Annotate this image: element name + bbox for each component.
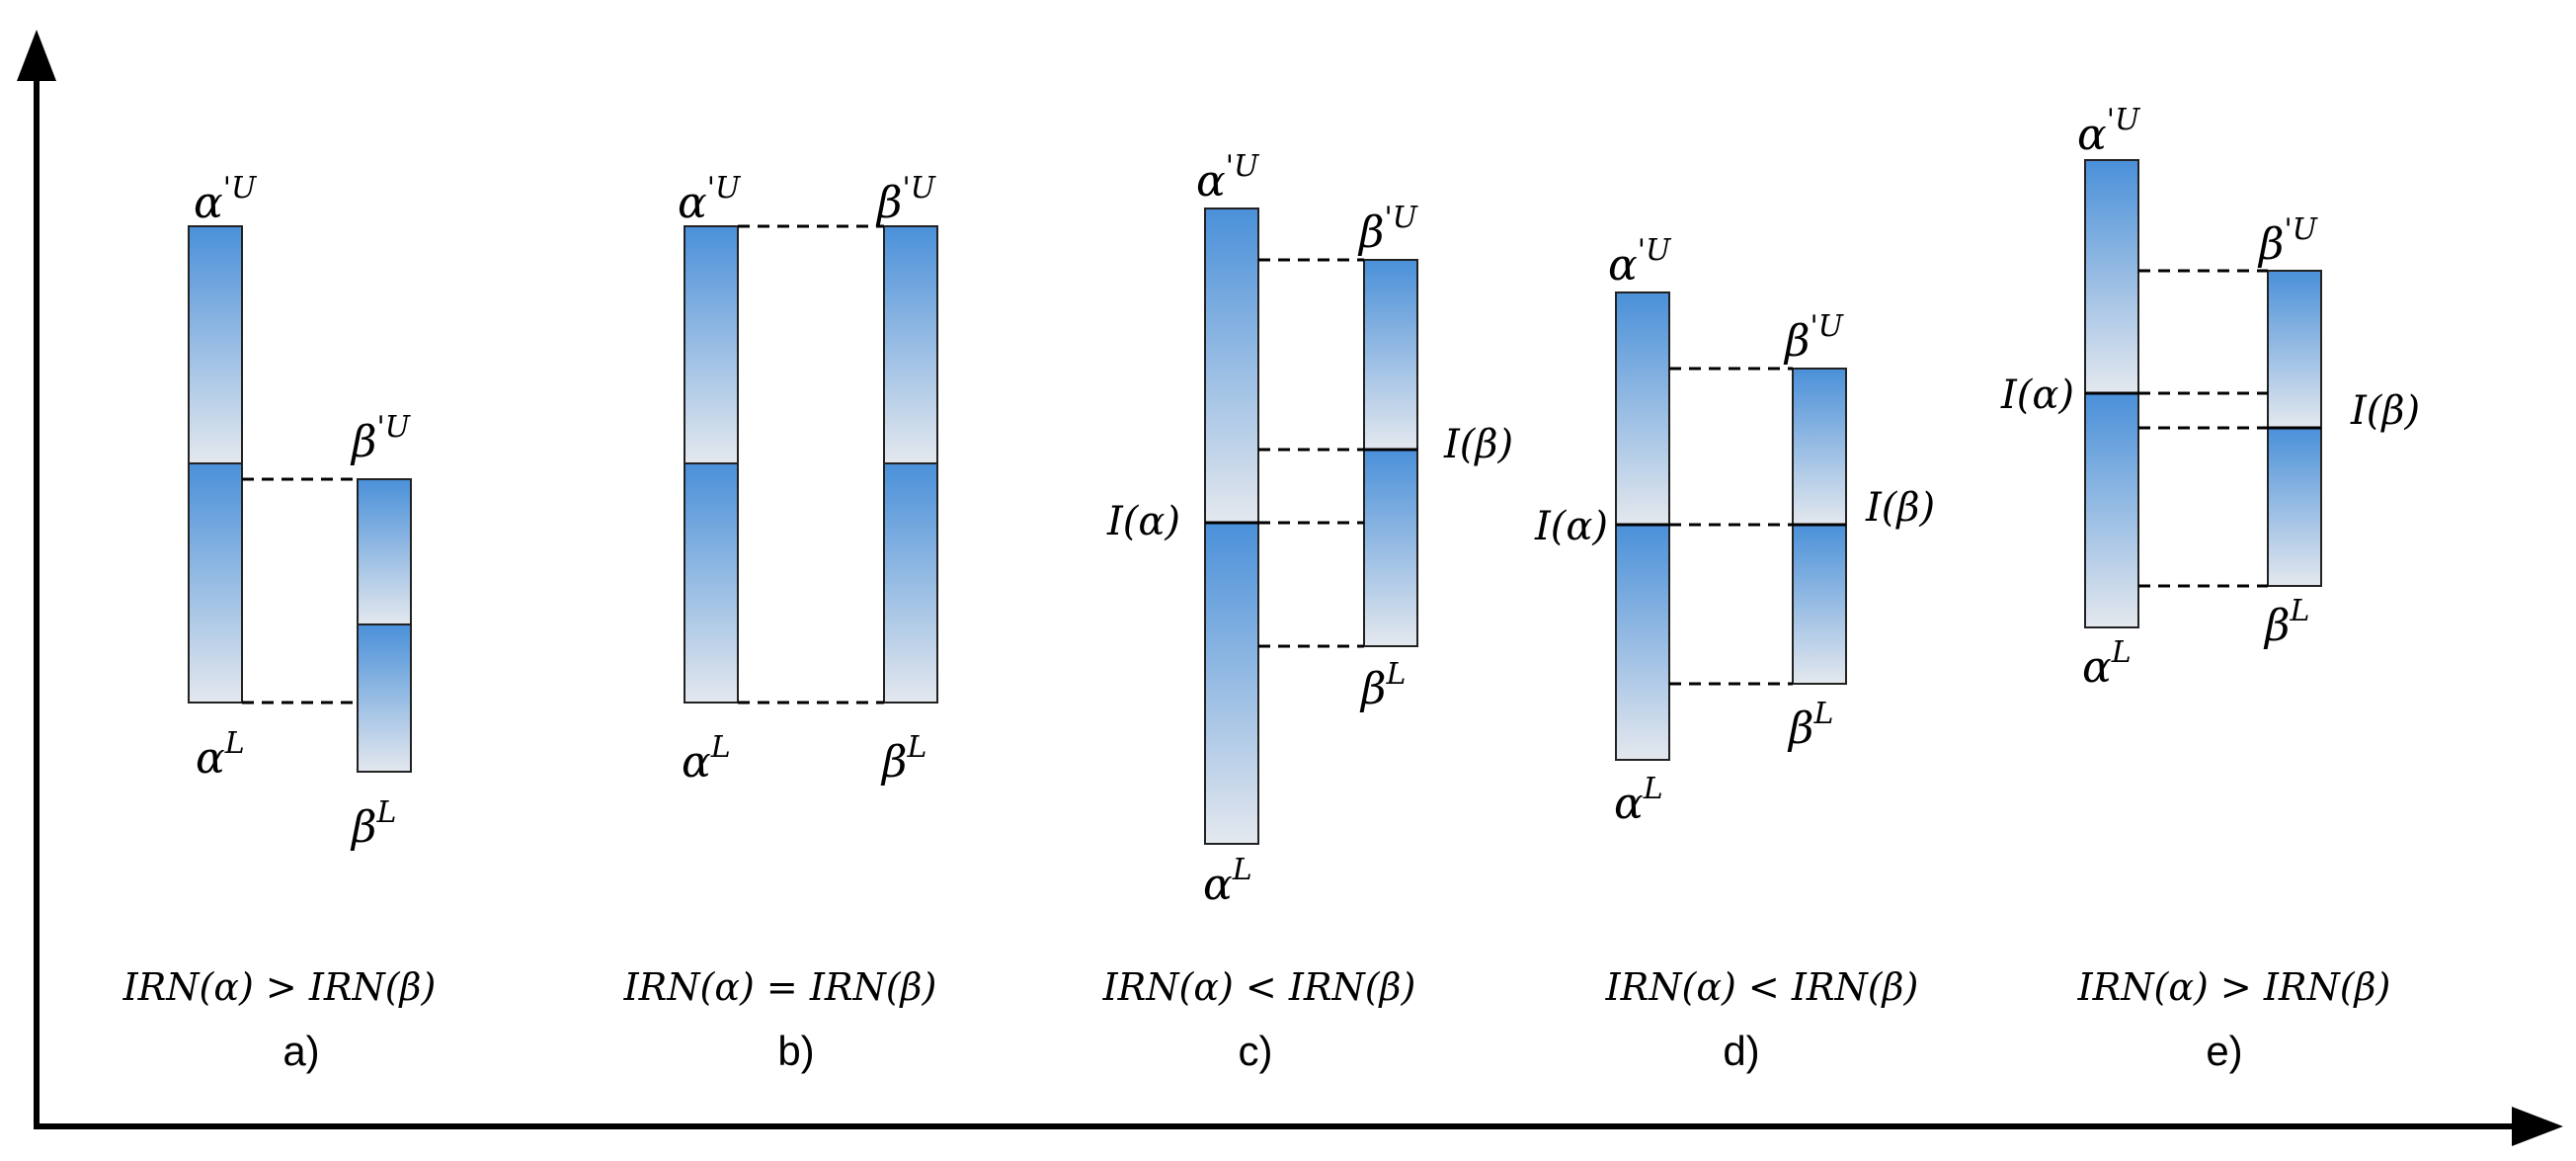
panel-d: α'U αL β'U βL I(α) I(β) IRN(α) < IRN(β) … [1534,233,1935,1074]
beta-upper-label: β'U [2257,212,2319,270]
panel-label: a) [282,1028,319,1074]
alpha-bar [1204,207,1259,845]
panel-b: α'U αL β'U βL IRN(α) = IRN(β) b) [623,171,938,1074]
bar-lower-segment [1615,524,1670,761]
relation-caption: IRN(α) < IRN(β) [1605,965,1919,1009]
bar-lower-segment [1363,449,1418,647]
bar-upper-segment [684,225,739,464]
beta-upper-label: β'U [1783,309,1845,367]
panel-label: c) [1239,1028,1273,1074]
i-beta-label: I(β) [1443,422,1513,467]
beta-bar [883,225,938,704]
bar-upper-segment [2084,159,2139,394]
bar-upper-segment [883,225,938,464]
relation-caption: IRN(α) > IRN(β) [122,965,437,1009]
alpha-bar [1615,291,1670,761]
bar-upper-segment [357,478,412,625]
alpha-bar [188,225,243,704]
alpha-upper-label: α'U [194,171,258,228]
bar-upper-segment [1792,368,1847,526]
panel-label: b) [777,1028,814,1074]
x-axis-arrowhead [2512,1107,2563,1146]
bar-upper-segment [188,225,243,464]
alpha-upper-label: α'U [1608,233,1672,290]
alpha-lower-label: αL [196,726,245,784]
bar-lower-segment [1204,522,1259,845]
alpha-bar [2084,159,2139,628]
i-alpha-label: I(α) [2000,373,2074,418]
axes [17,30,2563,1146]
bar-lower-segment [883,462,938,704]
alpha-lower-label: αL [1614,772,1663,829]
beta-upper-label: β'U [875,171,937,228]
beta-lower-label: βL [2263,594,2309,651]
bar-lower-segment [357,623,412,773]
alpha-lower-label: αL [2082,635,2132,693]
beta-lower-label: βL [1359,657,1406,714]
beta-bar [1792,368,1847,685]
i-beta-label: I(β) [1865,485,1935,531]
alpha-bar [684,225,739,704]
beta-upper-label: β'U [1357,201,1419,258]
alpha-upper-label: α'U [678,171,742,228]
relation-caption: IRN(α) < IRN(β) [1102,965,1416,1009]
panel-e: α'U αL β'U βL I(α) I(β) IRN(α) > IRN(β) … [2000,103,2420,1074]
beta-lower-label: βL [1787,697,1833,754]
bar-lower-segment [1792,524,1847,685]
i-beta-label: I(β) [2350,388,2420,434]
bar-upper-segment [1363,259,1418,451]
panel-label: d) [1723,1028,1759,1074]
relation-caption: IRN(α) > IRN(β) [2077,965,2391,1009]
bar-lower-segment [188,462,243,704]
beta-lower-label: βL [350,795,396,853]
panel-a: α'U αL β'U βL IRN(α) > IRN(β) a) [122,171,437,1074]
beta-bar [357,478,412,773]
alpha-lower-label: αL [1203,853,1252,910]
y-axis-arrowhead [17,30,56,81]
alpha-upper-label: α'U [1196,149,1260,207]
beta-bar [2267,270,2322,587]
bar-lower-segment [2084,392,2139,628]
alpha-upper-label: α'U [2077,103,2141,160]
bar-lower-segment [2267,427,2322,587]
relation-caption: IRN(α) = IRN(β) [623,965,937,1009]
bar-upper-segment [1204,207,1259,524]
bar-upper-segment [1615,291,1670,526]
panel-label: e) [2206,1028,2242,1074]
alpha-lower-label: αL [682,730,731,788]
beta-bar [1363,259,1418,647]
panel-c: α'U αL β'U βL I(α) I(β) IRN(α) < IRN(β) … [1102,149,1513,1074]
i-alpha-label: I(α) [1106,499,1180,544]
i-alpha-label: I(α) [1534,504,1608,549]
beta-lower-label: βL [880,730,926,788]
bar-lower-segment [684,462,739,704]
bar-upper-segment [2267,270,2322,429]
beta-upper-label: β'U [350,410,412,467]
